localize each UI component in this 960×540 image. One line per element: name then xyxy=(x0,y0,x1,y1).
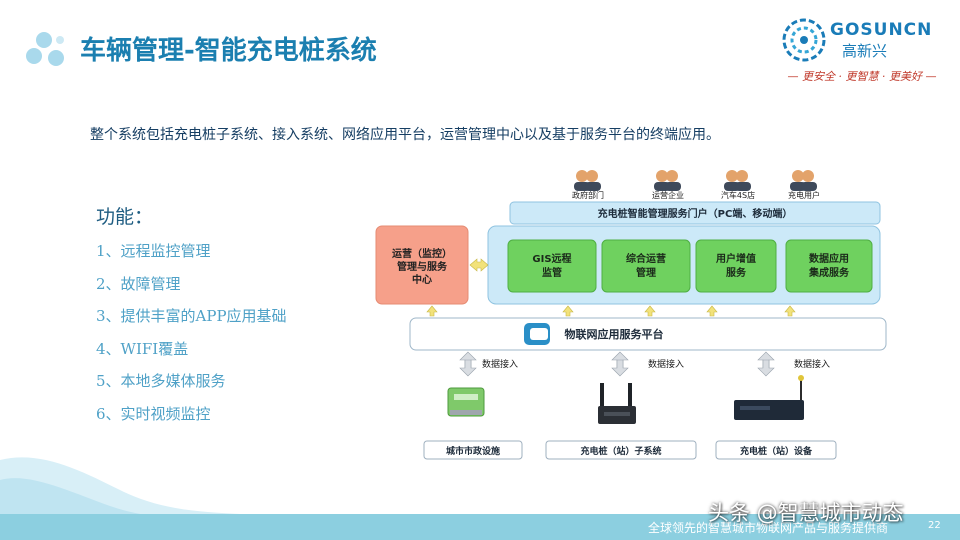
module-box xyxy=(601,239,691,293)
data-access-label: 数据接入 xyxy=(794,358,830,370)
ops-center-box xyxy=(375,225,469,305)
double-arrow-icon xyxy=(469,258,489,272)
list-item: 6、实时视频监控 xyxy=(96,404,211,423)
module-label: 综合运营 xyxy=(626,252,666,265)
device-label: 充电桩（站）设备 xyxy=(740,445,813,457)
intro-text: 整个系统包括充电桩子系统、接入系统、网络应用平台，运营管理中心以及基于服务平台的… xyxy=(90,127,720,143)
logo-mark-icon xyxy=(782,18,826,62)
router-device-icon xyxy=(598,383,636,424)
user-label: 充电用户 xyxy=(788,190,820,200)
device-box xyxy=(715,440,837,460)
data-access-label: 数据接入 xyxy=(482,358,518,370)
module-label: GIS远程 xyxy=(532,252,571,265)
data-arrow-icon xyxy=(459,351,775,377)
device-label: 充电桩（站）子系统 xyxy=(580,445,661,457)
user-group-icon xyxy=(574,170,601,191)
module-label: 集成服务 xyxy=(808,266,850,279)
module-label: 服务 xyxy=(726,266,747,279)
functions-list: 1、远程监控管理 2、故障管理 3、提供丰富的APP应用基础 4、WIFI覆盖 … xyxy=(96,240,287,436)
list-item: 1、远程监控管理 xyxy=(96,242,211,260)
module-box xyxy=(695,239,777,293)
logo-brand-cn: 高新兴 xyxy=(842,42,888,60)
municipal-device-icon xyxy=(447,387,485,417)
list-item: 5、本地多媒体服务 xyxy=(96,372,226,391)
device-box xyxy=(423,440,523,460)
platform-logo-icon xyxy=(524,323,550,345)
portal-label: 充电桩智能管理服务门户（PC端、移动端） xyxy=(598,207,793,220)
user-group-icon xyxy=(724,170,751,191)
module-label: 监管 xyxy=(542,266,562,279)
logo-brand-en: GOSUNCN xyxy=(830,20,933,40)
ops-center-label: 中心 xyxy=(412,273,432,286)
footer-tagline: 全球领先的智慧城市物联网产品与服务提供商 xyxy=(648,521,889,535)
portal-bar xyxy=(509,201,881,225)
module-box xyxy=(507,239,597,293)
device-box xyxy=(545,440,697,460)
module-label: 用户增值 xyxy=(715,252,756,265)
list-item: 2、故障管理 xyxy=(96,274,181,293)
data-access-label: 数据接入 xyxy=(648,358,684,370)
user-group-icon xyxy=(790,170,817,191)
page-number: 22 xyxy=(928,520,941,531)
charging-device-icon xyxy=(734,375,804,420)
ops-center-label: 运营（监控） xyxy=(392,247,452,260)
list-item: 4、WIFI覆盖 xyxy=(96,339,189,358)
decorative-dots xyxy=(26,32,64,66)
logo-slogan: — 更安全 · 更智慧 · 更美好 — xyxy=(787,70,937,83)
module-box xyxy=(785,239,873,293)
platform-label: 物联网应用服务平台 xyxy=(565,327,664,341)
device-label: 城市市政设施 xyxy=(446,445,500,457)
list-item: 3、提供丰富的APP应用基础 xyxy=(96,307,287,326)
up-arrow-icon xyxy=(426,305,796,317)
module-label: 管理 xyxy=(636,266,656,279)
company-logo: GOSUNCN 高新兴 — 更安全 · 更智慧 · 更美好 — xyxy=(782,18,942,88)
functions-title: 功能： xyxy=(96,206,154,228)
user-label: 政府部门 xyxy=(572,190,604,200)
user-group-icon xyxy=(654,170,681,191)
footer-bar xyxy=(0,514,960,540)
watermark: 头条 @智慧城市动态 xyxy=(708,501,904,525)
page-title: 车辆管理-智能充电桩系统 xyxy=(80,36,377,66)
user-label: 汽车4S店 xyxy=(721,190,755,200)
module-label: 数据应用 xyxy=(809,252,849,265)
user-label: 运营企业 xyxy=(652,190,684,200)
ops-center-label: 管理与服务 xyxy=(397,260,448,273)
architecture-diagram: 政府部门 运营企业 汽车4S店 充电用户 充电桩智能管理服务门户（PC端、移动端… xyxy=(375,170,887,460)
